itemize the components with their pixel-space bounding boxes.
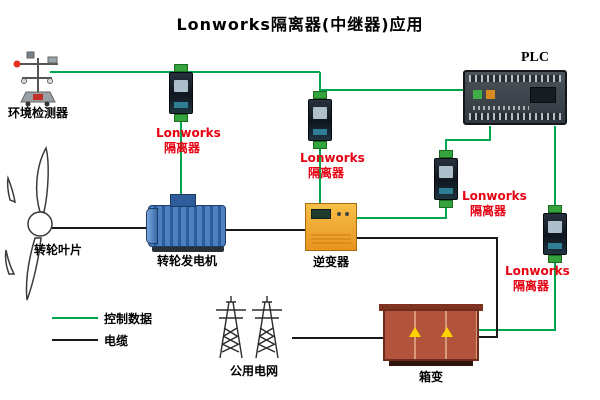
isolator-label-line1: Lonworks (300, 151, 365, 165)
plc-display (530, 87, 556, 103)
legend-control-data-label: 控制数据 (104, 312, 153, 326)
cable-inverter-transformer (357, 237, 498, 338)
legend-cable-label: 电缆 (104, 334, 129, 348)
isolator-label-line2: 隔离器 (513, 279, 550, 293)
generator-terminal-box (170, 194, 196, 207)
isolator-stripe (174, 102, 188, 108)
inverter-icon (305, 203, 357, 251)
isolator-stripe (313, 129, 327, 135)
box-transformer-label: 箱变 (418, 370, 443, 384)
isolator-2-label: Lonworks 隔离器 (300, 151, 365, 181)
transmission-towers-icon (216, 296, 282, 359)
isolator-terminal-top-icon (313, 91, 327, 99)
isolator-sticker (439, 166, 453, 178)
isolator-label-line1: Lonworks (462, 189, 527, 203)
plc-device (463, 70, 567, 125)
inverter-button (345, 212, 349, 216)
isolator-sticker (548, 221, 562, 233)
isolator-terminal-top-icon (548, 205, 562, 213)
cable-lines (52, 227, 498, 341)
control-line-isolator3 (357, 126, 491, 219)
isolator-terminal-top-icon (439, 150, 453, 158)
isolator-1-label: Lonworks 隔离器 (156, 126, 221, 156)
isolator-label-line1: Lonworks (505, 264, 570, 278)
lonworks-isolator-1 (168, 64, 194, 122)
plc-terminal-row-top (469, 75, 561, 82)
isolator-stripe (548, 243, 562, 249)
isolator-label-line2: 隔离器 (164, 141, 201, 155)
inverter-display (311, 209, 331, 219)
isolator-stripe (439, 188, 453, 194)
lonworks-isolator-2 (307, 91, 333, 149)
plc-terminal-row-bottom (469, 113, 561, 120)
box-transformer-icon (383, 309, 479, 361)
isolator-sticker (174, 80, 188, 92)
generator-label: 转轮发电机 (156, 254, 217, 268)
generator-base (152, 246, 224, 252)
plc-led-orange (486, 90, 495, 99)
utility-grid-label: 公用电网 (229, 364, 278, 378)
warning-triangle-icon (441, 327, 453, 337)
rotor-blades-label: 转轮叶片 (34, 243, 83, 257)
transformer-base (389, 361, 473, 366)
isolator-terminal-bottom-icon (174, 114, 188, 122)
inverter-label: 逆变器 (312, 255, 349, 269)
weather-station-icon (13, 51, 58, 107)
isolator-terminal-bottom-icon (439, 200, 453, 208)
isolator-label-line2: 隔离器 (308, 166, 345, 180)
weather-station-label: 环境检测器 (7, 106, 68, 120)
isolator-label-line1: Lonworks (156, 126, 221, 140)
isolator-3-label: Lonworks 隔离器 (462, 189, 527, 219)
isolator-sticker (313, 107, 327, 119)
isolator-terminal-bottom-icon (313, 141, 327, 149)
isolator-4-label: Lonworks 隔离器 (505, 264, 570, 294)
isolator-body (169, 72, 193, 114)
plc-led-green (473, 90, 482, 99)
transformer-roof (379, 304, 483, 311)
isolator-body (543, 213, 567, 255)
control-line-isolator4-transformer (479, 126, 556, 331)
isolator-body (308, 99, 332, 141)
inverter-button (337, 212, 341, 216)
warning-triangle-icon (409, 327, 421, 337)
inverter-vents (311, 232, 351, 244)
wind-blades-icon (4, 145, 53, 301)
lonworks-isolator-3 (433, 150, 459, 208)
lonworks-isolator-4 (542, 205, 568, 263)
plc-terminal-row-mid (473, 106, 529, 110)
diagram-title: Lonworks隔离器(中继器)应用 (176, 15, 424, 34)
isolator-label-line2: 隔离器 (470, 204, 507, 218)
isolator-terminal-bottom-icon (548, 255, 562, 263)
generator-end-cap (146, 208, 158, 244)
isolator-body (434, 158, 458, 200)
generator-icon (148, 205, 226, 247)
isolator-terminal-top-icon (174, 64, 188, 72)
plc-label: PLC (521, 50, 549, 65)
